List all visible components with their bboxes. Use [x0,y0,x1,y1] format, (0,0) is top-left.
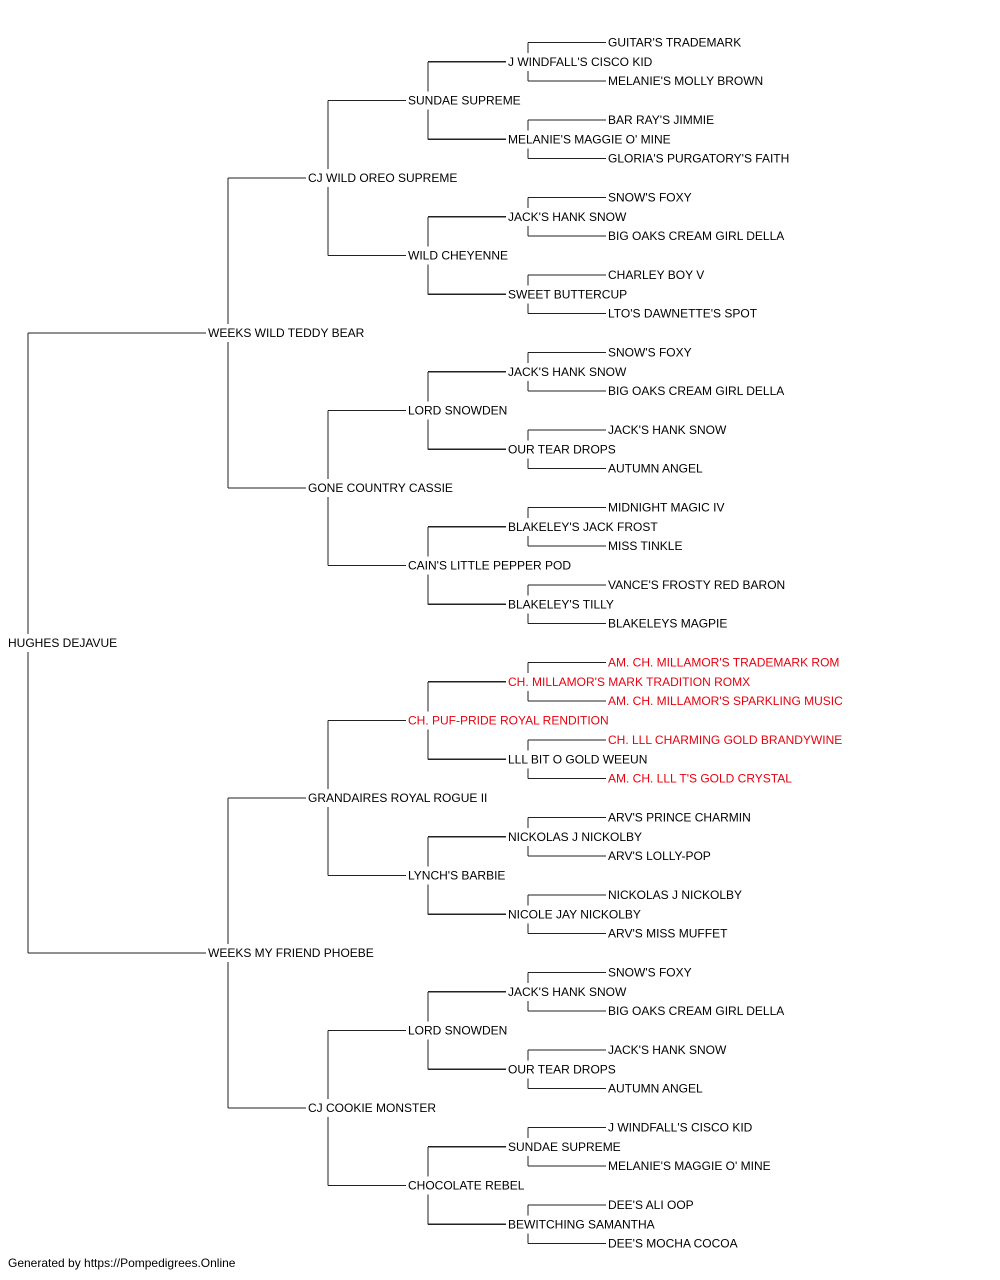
ancestor-sire-gen5: CHARLEY BOY V [608,268,704,282]
ancestor-dam-gen5: AUTUMN ANGEL [608,1082,703,1096]
ancestor-sire-gen4: JACK'S HANK SNOW [508,985,627,999]
ancestor-sire-gen3: SUNDAE SUPREME [408,94,521,108]
ancestor-dam-gen4: NICOLE JAY NICKOLBY [508,907,641,921]
ancestor-dam-gen4: SWEET BUTTERCUP [508,287,627,301]
ancestor-sire-gen5: CH. LLL CHARMING GOLD BRANDYWINE [608,733,842,747]
ancestor-sire-gen5: AM. CH. MILLAMOR'S TRADEMARK ROM [608,655,839,669]
generator-credit: Generated by https://Pompedigrees.Online [8,1256,236,1270]
ancestor-sire-gen5: JACK'S HANK SNOW [608,1043,727,1057]
ancestor-dam-gen5: ARV'S MISS MUFFET [608,927,728,941]
ancestor-dam-gen5: MISS TINKLE [608,539,682,553]
ancestor-sire-gen3: LORD SNOWDEN [408,404,507,418]
ancestor-dam-gen2: GONE COUNTRY CASSIE [308,481,453,495]
ancestor-sire-gen4: NICKOLAS J NICKOLBY [508,830,642,844]
ancestor-dam-gen5: BIG OAKS CREAM GIRL DELLA [608,229,784,243]
ancestor-dam-gen3: CHOCOLATE REBEL [408,1179,525,1193]
ancestor-dam-gen3: LYNCH'S BARBIE [408,869,505,883]
ancestor-sire-gen4: J WINDFALL'S CISCO KID [508,55,653,69]
ancestor-dam-gen5: AM. CH. MILLAMOR'S SPARKLING MUSIC [608,694,843,708]
ancestor-dam-gen5: AM. CH. LLL T'S GOLD CRYSTAL [608,772,792,786]
ancestor-sire-gen5: VANCE'S FROSTY RED BARON [608,578,785,592]
ancestor-sire-gen4: BLAKELEY'S JACK FROST [508,520,658,534]
ancestor-sire-gen2: CJ WILD OREO SUPREME [308,171,457,185]
ancestor-dam-gen4: LLL BIT O GOLD WEEUN [508,752,647,766]
ancestor-dam-gen5: MELANIE'S MOLLY BROWN [608,74,763,88]
ancestor-sire-gen5: MIDNIGHT MAGIC IV [608,500,724,514]
ancestor-dam-gen5: DEE'S MOCHA COCOA [608,1237,738,1251]
ancestor-dam-gen4: OUR TEAR DROPS [508,1062,616,1076]
ancestor-dam-gen5: MELANIE'S MAGGIE O' MINE [608,1159,771,1173]
ancestor-dam-gen3: WILD CHEYENNE [408,249,508,263]
ancestor-dam-gen5: AUTUMN ANGEL [608,462,703,476]
ancestor-dam-gen5: LTO'S DAWNETTE'S SPOT [608,307,758,321]
ancestor-sire-gen3: CH. PUF-PRIDE ROYAL RENDITION [408,714,609,728]
ancestor-sire-gen5: NICKOLAS J NICKOLBY [608,888,742,902]
ancestor-dam-gen4: OUR TEAR DROPS [508,442,616,456]
subject-name: HUGHES DEJAVUE [8,636,117,650]
ancestor-dam-gen4: MELANIE'S MAGGIE O' MINE [508,132,671,146]
ancestor-dam-gen5: GLORIA'S PURGATORY'S FAITH [608,152,789,166]
ancestor-sire-gen5: DEE'S ALI OOP [608,1198,694,1212]
ancestor-dam-gen4: BEWITCHING SAMANTHA [508,1217,655,1231]
ancestor-sire-gen5: J WINDFALL'S CISCO KID [608,1120,753,1134]
ancestor-dam-gen3: CAIN'S LITTLE PEPPER POD [408,559,571,573]
ancestor-sire-gen4: CH. MILLAMOR'S MARK TRADITION ROMX [508,675,750,689]
ancestor-sire-gen5: SNOW'S FOXY [608,190,692,204]
ancestor-dam-gen4: BLAKELEY'S TILLY [508,597,614,611]
ancestor-sire-gen3: LORD SNOWDEN [408,1024,507,1038]
ancestor-dam-gen1: WEEKS MY FRIEND PHOEBE [208,946,374,960]
ancestor-sire-gen5: BAR RAY'S JIMMIE [608,113,714,127]
ancestor-dam-gen5: BIG OAKS CREAM GIRL DELLA [608,1004,784,1018]
ancestor-sire-gen5: SNOW'S FOXY [608,345,692,359]
ancestor-dam-gen5: ARV'S LOLLY-POP [608,849,711,863]
ancestor-sire-gen4: SUNDAE SUPREME [508,1140,621,1154]
ancestor-sire-gen5: GUITAR'S TRADEMARK [608,35,741,49]
ancestor-sire-gen4: JACK'S HANK SNOW [508,365,627,379]
ancestor-sire-gen2: GRANDAIRES ROYAL ROGUE II [308,791,487,805]
ancestor-dam-gen5: BLAKELEYS MAGPIE [608,617,727,631]
ancestor-labels: HUGHES DEJAVUE WEEKS WILD TEDDY BEAR CJ WI… [8,35,843,1250]
ancestor-dam-gen5: BIG OAKS CREAM GIRL DELLA [608,384,784,398]
connector-lines [27,41,606,1245]
ancestor-dam-gen2: CJ COOKIE MONSTER [308,1101,436,1115]
ancestor-sire-gen5: SNOW'S FOXY [608,965,692,979]
ancestor-sire-gen4: JACK'S HANK SNOW [508,210,627,224]
ancestor-sire-gen5: JACK'S HANK SNOW [608,423,727,437]
ancestor-sire-gen1: WEEKS WILD TEDDY BEAR [208,326,365,340]
ancestor-sire-gen5: ARV'S PRINCE CHARMIN [608,810,751,824]
